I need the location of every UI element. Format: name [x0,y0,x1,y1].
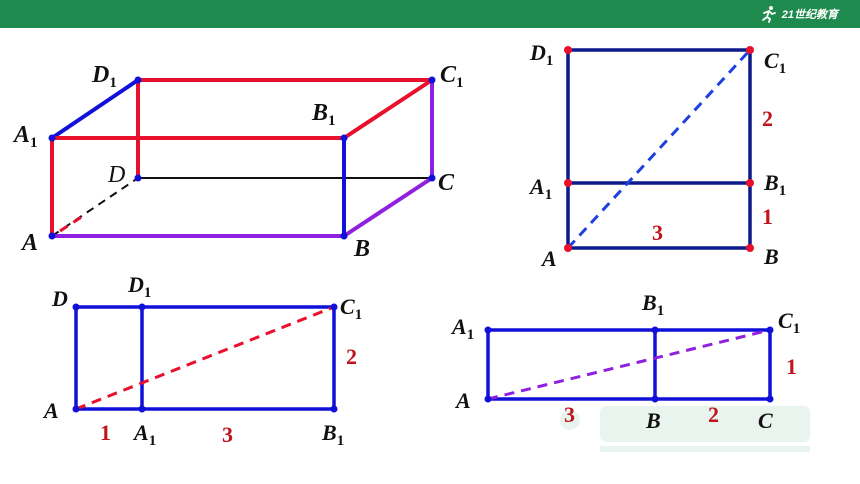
label-D: D [107,162,125,188]
vertex-C1 [330,303,338,311]
cuboid-figure: D1 C1 A1 B1 D C A B [12,62,464,262]
length-3: 3 [222,422,233,447]
vertex-C [428,174,436,182]
label-B1: B1 [763,170,786,199]
label-C: C [438,170,455,196]
vertex-A [72,405,80,413]
vertex-A [484,395,492,403]
vertex-B1 [330,405,338,413]
vertex-D1 [564,46,572,54]
length-1: 1 [100,420,111,445]
length-1: 1 [786,354,797,379]
length-3: 3 [652,220,663,245]
label-C: C [758,408,773,433]
net-bottom-right: A1 B1 C1 A B C 1 3 2 [450,290,800,433]
length-1: 1 [762,204,773,229]
vertex-C [766,395,774,403]
vertex-B1 [746,179,754,187]
vertex-B [746,244,754,252]
label-D1: D1 [91,62,117,91]
label-A: A [42,398,59,423]
length-2: 2 [762,106,773,131]
length-2: 2 [346,344,357,369]
label-A1: A1 [132,420,156,449]
vertex-C1 [746,46,754,54]
vertex-C1 [428,76,436,84]
vertex-D1 [138,303,146,311]
vertex-C1 [766,326,774,334]
vertex-D1 [134,76,142,84]
label-A: A [454,388,471,413]
length-2: 2 [708,402,719,427]
length-3: 3 [564,402,575,427]
label-B1: B1 [641,290,664,319]
diagonal-AC1 [75,305,335,411]
label-A1: A1 [528,174,552,203]
diagonal-AC1 [487,328,771,401]
vertex-B1 [340,134,348,142]
label-A: A [540,246,557,271]
label-D: D [51,286,68,311]
label-B: B [763,244,779,269]
label-B: B [645,408,661,433]
vertex-A1 [564,179,572,187]
label-A1: A1 [450,314,474,343]
runner-logo-icon [761,6,776,23]
net-bottom-left: D D1 C1 A A1 B1 2 1 3 [42,272,362,449]
label-D1: D1 [529,40,553,69]
vertex-B [340,232,348,240]
watermark-logo [560,406,810,452]
vertex-A1 [48,134,56,142]
label-B1: B1 [311,100,336,129]
vertex-D [134,174,142,182]
edge-B1C1 [342,78,434,140]
brand-logo: 21世纪教育 [760,4,838,24]
label-A1: A1 [12,122,38,151]
diagonal-AC1-hidden [59,212,87,233]
brand-text: 21世纪教育 [781,9,838,21]
label-A: A [20,230,38,256]
vertex-B [651,395,659,403]
vertex-D [72,303,80,311]
header-bar: 21世纪教育 [0,0,860,28]
vertex-A1 [138,405,146,413]
vertex-A [564,244,572,252]
diagonal-AC1 [566,48,752,250]
vertex-A [48,232,56,240]
edge-A1D1 [50,78,140,140]
edge-BC [342,176,434,238]
label-B: B [353,236,370,262]
vertex-A1 [484,326,492,334]
label-C1: C1 [764,48,786,77]
label-C1: C1 [778,308,800,337]
vertex-B1 [651,326,659,334]
net-top-right: D1 C1 A1 B1 A B 2 1 3 [528,40,786,271]
label-C1: C1 [340,294,362,323]
label-D1: D1 [127,272,151,301]
label-C1: C1 [440,62,464,91]
label-B1: B1 [321,420,344,449]
